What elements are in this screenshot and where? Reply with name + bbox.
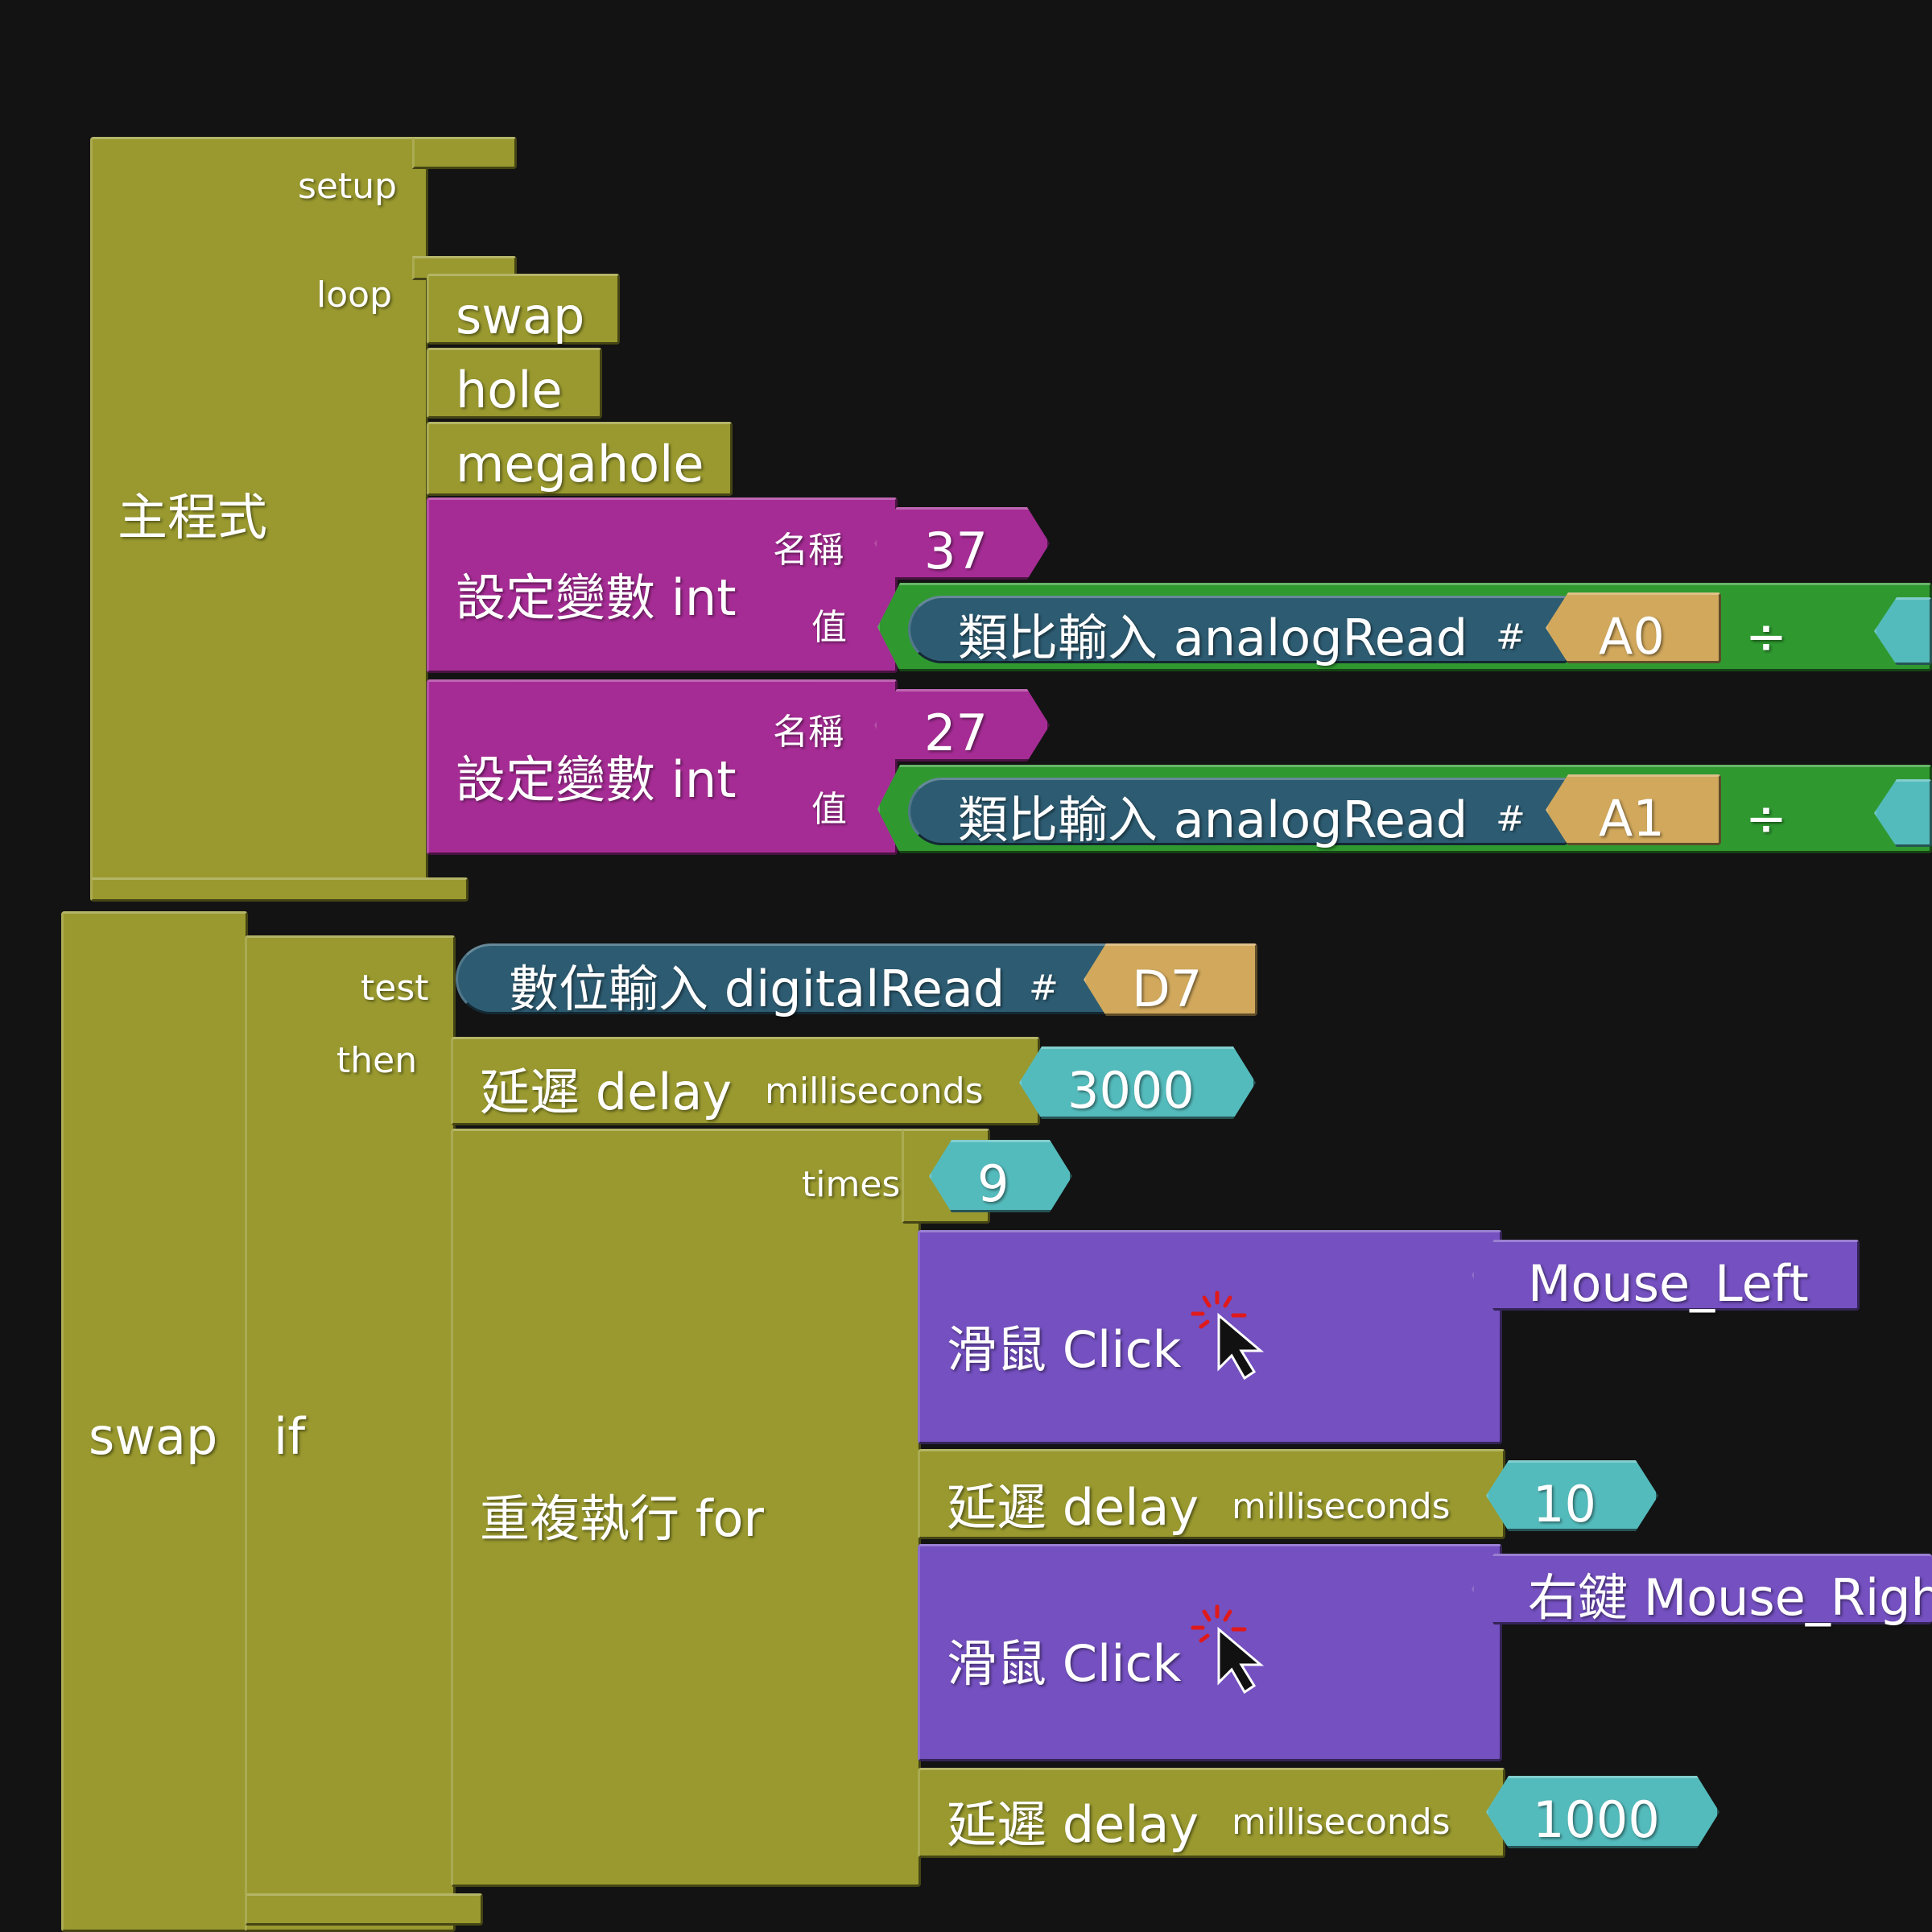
set-variable-block-2[interactable] <box>427 679 898 855</box>
delay-block-2[interactable] <box>918 1449 1505 1539</box>
delay-value-3: 1000 <box>1533 1790 1660 1849</box>
divide-operator-2[interactable]: ÷ <box>1745 789 1787 848</box>
digital-pin-hash: # <box>1029 968 1059 1009</box>
call-swap-label: swap <box>456 287 585 345</box>
call-megahole-block[interactable] <box>427 422 733 496</box>
mouse-click-label-2: 滑鼠 Click <box>947 1634 1182 1693</box>
call-hole-label: hole <box>456 361 563 419</box>
delay-block-1[interactable] <box>451 1037 1040 1125</box>
mouse-cursor-click-icon <box>1191 1290 1265 1381</box>
main-program-setup-arm <box>412 137 517 169</box>
if-label: if <box>274 1407 306 1466</box>
digital-pin-select[interactable] <box>1084 943 1257 1016</box>
swap-function-block[interactable] <box>61 911 248 1932</box>
delay-label-2: 延遲 delay <box>947 1478 1199 1537</box>
delay-value-field-1[interactable] <box>1019 1046 1256 1119</box>
variable-name-value-1: 37 <box>924 522 988 580</box>
mouse-button-value-1: Mouse_Left <box>1528 1254 1809 1313</box>
delay-label-3: 延遲 delay <box>947 1795 1199 1854</box>
times-value-field[interactable] <box>929 1140 1072 1212</box>
set-variable-label-1: 設定變數 int <box>456 568 737 627</box>
if-block[interactable] <box>245 935 456 1932</box>
name-label-1: 名稱 <box>773 530 844 571</box>
variable-name-field-1[interactable] <box>874 507 1050 580</box>
mouse-click-block-2[interactable] <box>918 1544 1502 1761</box>
delay-value-field-3[interactable] <box>1486 1776 1719 1848</box>
analog-read-block-2[interactable] <box>908 778 1568 845</box>
mouse-click-label-1: 滑鼠 Click <box>947 1320 1182 1379</box>
pin-hash-2: # <box>1496 799 1525 840</box>
delay-value-1: 3000 <box>1067 1061 1195 1120</box>
digital-read-block[interactable] <box>456 943 1116 1014</box>
mouse-button-select-1[interactable] <box>1472 1240 1860 1311</box>
divide-operator-1[interactable]: ÷ <box>1745 607 1787 666</box>
call-megahole-label: megahole <box>456 435 704 493</box>
digital-read-label: 數位輸入 digitalRead <box>509 960 1005 1018</box>
main-program-title: 主程式 <box>118 488 268 547</box>
if-foot <box>245 1893 483 1926</box>
delay-value-field-2[interactable] <box>1486 1460 1658 1531</box>
set-variable-block-1[interactable] <box>427 497 898 673</box>
pin-select-2[interactable] <box>1546 774 1721 845</box>
delay-value-2: 10 <box>1533 1475 1596 1534</box>
analog-read-block-1[interactable] <box>908 596 1568 663</box>
main-program-foot <box>90 877 469 902</box>
setup-label: setup <box>298 166 398 207</box>
delay-label-1: 延遲 delay <box>480 1063 733 1121</box>
delay-unit-2: milliseconds <box>1232 1486 1451 1527</box>
delay-unit-1: milliseconds <box>765 1071 984 1112</box>
pin-value-1: A0 <box>1599 607 1665 666</box>
main-program-block[interactable] <box>90 137 428 898</box>
delay-unit-3: milliseconds <box>1232 1802 1451 1843</box>
for-loop-label: 重複執行 for <box>480 1489 764 1548</box>
mouse-button-value-2: 右鍵 Mouse_Righ <box>1528 1568 1932 1627</box>
variable-name-field-2[interactable] <box>874 689 1050 762</box>
variable-name-value-2: 27 <box>924 704 988 762</box>
call-hole-block[interactable] <box>427 348 602 419</box>
set-variable-label-2: 設定變數 int <box>456 750 737 809</box>
swap-function-title: swap <box>89 1407 218 1466</box>
analog-read-label-2: 類比輸入 analogRead <box>958 791 1468 849</box>
loop-label: loop <box>316 275 392 316</box>
times-value: 9 <box>977 1154 1009 1213</box>
digital-pin-value: D7 <box>1132 960 1203 1018</box>
pin-select-1[interactable] <box>1546 592 1721 663</box>
mouse-cursor-click-icon <box>1191 1604 1265 1695</box>
test-label: test <box>361 968 429 1009</box>
mouse-click-block-1[interactable] <box>918 1230 1502 1444</box>
analog-read-label-1: 類比輸入 analogRead <box>958 609 1468 667</box>
mouse-button-select-2[interactable] <box>1472 1554 1932 1624</box>
name-label-2: 名稱 <box>773 712 844 753</box>
call-swap-block[interactable] <box>427 274 620 345</box>
pin-value-2: A1 <box>1599 789 1665 848</box>
pin-hash-1: # <box>1496 617 1525 658</box>
then-label: then <box>336 1040 418 1081</box>
value-label-2: 值 <box>811 789 847 830</box>
times-label: times <box>802 1164 901 1205</box>
value-label-1: 值 <box>811 607 847 648</box>
